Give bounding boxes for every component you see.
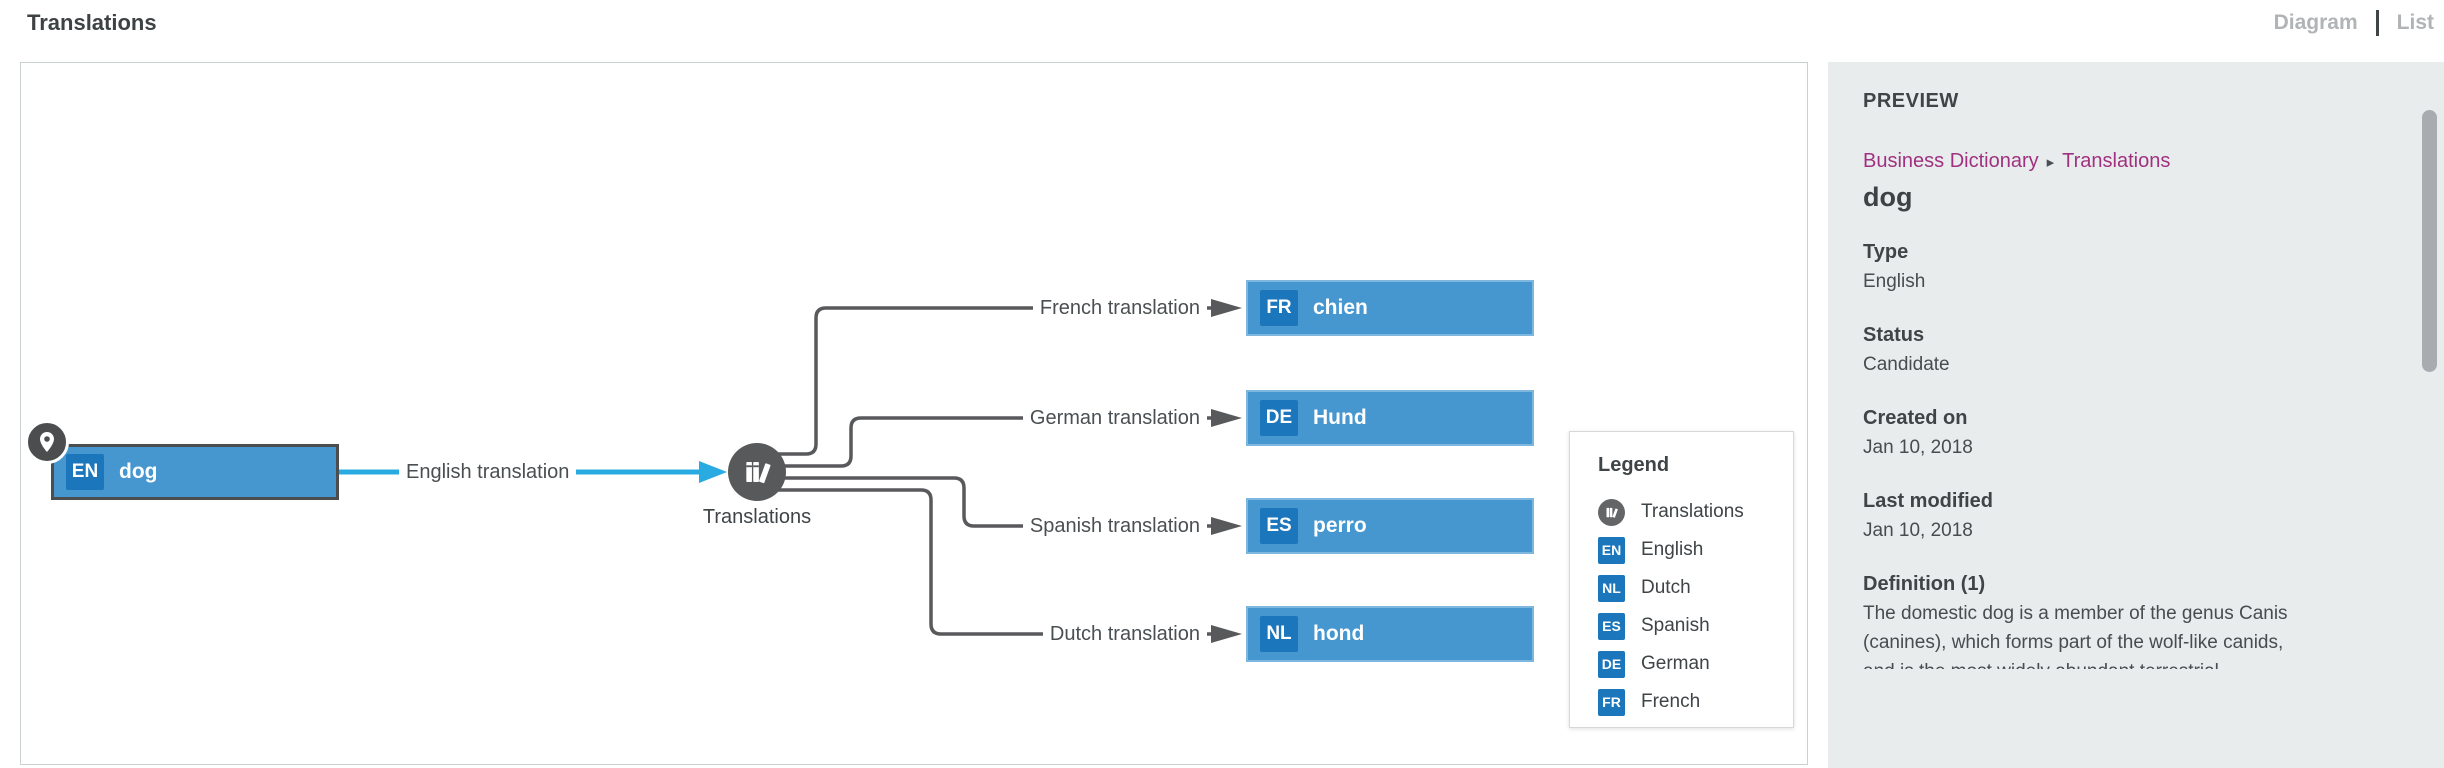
field-label: Last modified xyxy=(1863,490,1994,512)
field-type: Type English xyxy=(1863,238,2399,296)
node-label: hond xyxy=(1313,622,1365,645)
node-perro[interactable]: ES perro xyxy=(1246,498,1534,554)
language-badge-es: ES xyxy=(1260,508,1298,544)
tab-diagram[interactable]: Diagram xyxy=(2273,11,2358,34)
edge-label-french-translation: French translation xyxy=(1032,293,1207,323)
language-badge-de: DE xyxy=(1260,400,1298,436)
node-dog[interactable]: EN dog xyxy=(51,444,339,500)
language-badge-fr: FR xyxy=(1260,290,1298,326)
view-tab-divider xyxy=(2375,10,2379,36)
field-definition: Definition (1) The domestic dog is a mem… xyxy=(1863,570,2399,669)
field-last-modified: Last modified Jan 10, 2018 xyxy=(1863,487,2399,545)
breadcrumb: Business Dictionary ▸ Translations xyxy=(1863,150,2399,173)
definition-text: The domestic dog is a member of the genu… xyxy=(1863,603,2288,669)
edge-label-spanish-translation: Spanish translation xyxy=(1022,511,1207,541)
breadcrumb-separator-icon: ▸ xyxy=(2046,154,2055,171)
edge-label-german-translation: German translation xyxy=(1022,403,1207,433)
field-value: Candidate xyxy=(1863,354,1950,375)
field-label: Created on xyxy=(1863,407,1968,429)
diagram-canvas[interactable]: English translation French translation G… xyxy=(20,62,1808,765)
view-switch: Diagram List xyxy=(2274,10,2434,36)
field-value: English xyxy=(1863,271,1926,292)
preview-panel: PREVIEW Business Dictionary ▸ Translations… xyxy=(1828,62,2444,768)
node-label: dog xyxy=(119,460,158,483)
preview-title: PREVIEW xyxy=(1863,90,1959,112)
breadcrumb-business-dictionary[interactable]: Business Dictionary xyxy=(1863,150,2039,172)
language-badge-en: EN xyxy=(1598,536,1625,564)
node-hund[interactable]: DE Hund xyxy=(1246,390,1534,446)
language-badge-es: ES xyxy=(1598,612,1625,640)
diagram-edges xyxy=(339,299,1242,643)
language-badge-fr: FR xyxy=(1598,688,1625,716)
field-label: Definition (1) xyxy=(1863,573,1986,595)
language-badge-nl: NL xyxy=(1598,574,1625,602)
field-label: Status xyxy=(1863,324,1925,346)
tab-list[interactable]: List xyxy=(2396,11,2434,34)
breadcrumb-translations[interactable]: Translations xyxy=(2062,150,2171,172)
edge-label-dutch-translation: Dutch translation xyxy=(1042,619,1207,649)
legend-item-translations: Translations xyxy=(1598,493,1793,531)
node-label: Hund xyxy=(1313,406,1367,429)
location-pin-icon xyxy=(25,420,69,464)
node-label: perro xyxy=(1313,514,1367,537)
field-label: Type xyxy=(1863,241,1909,263)
asset-title: dog xyxy=(1863,182,1913,212)
language-badge-nl: NL xyxy=(1260,616,1298,652)
legend-title: Legend xyxy=(1598,454,1670,476)
legend-item-french: FR French xyxy=(1598,683,1793,721)
node-chien[interactable]: FR chien xyxy=(1246,280,1534,336)
legend-item-spanish: ES Spanish xyxy=(1598,607,1793,645)
legend-item-dutch: NL Dutch xyxy=(1598,569,1793,607)
legend-item-german: DE German xyxy=(1598,645,1793,683)
legend: Legend Translations EN English xyxy=(1569,431,1794,728)
field-status: Status Candidate xyxy=(1863,321,2399,379)
edge-label-english-translation: English translation xyxy=(399,457,577,487)
sidebar-scrollbar-thumb[interactable] xyxy=(2422,110,2437,372)
hub-label: Translations xyxy=(702,506,812,528)
language-badge-de: DE xyxy=(1598,650,1625,678)
field-value: Jan 10, 2018 xyxy=(1863,437,1973,458)
translations-hub-node[interactable] xyxy=(728,443,786,501)
field-value: Jan 10, 2018 xyxy=(1863,520,1973,541)
books-icon xyxy=(746,462,771,484)
node-hond[interactable]: NL hond xyxy=(1246,606,1534,662)
language-badge-en: EN xyxy=(66,454,104,490)
legend-item-english: EN English xyxy=(1598,531,1793,569)
books-icon xyxy=(1598,498,1625,526)
page-title: Translations xyxy=(27,10,157,35)
node-label: chien xyxy=(1313,296,1368,319)
field-created-on: Created on Jan 10, 2018 xyxy=(1863,404,2399,462)
